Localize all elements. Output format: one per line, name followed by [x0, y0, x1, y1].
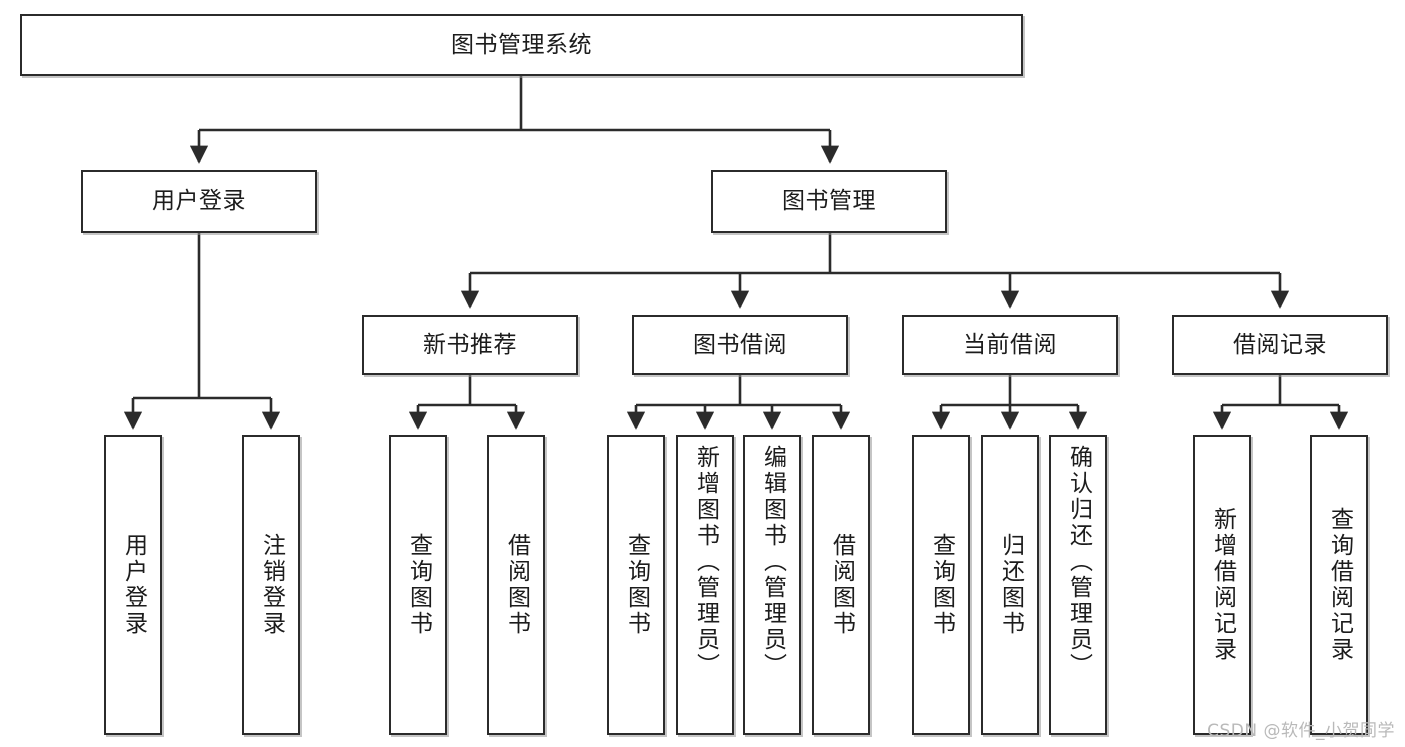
node-leaf-query-book-3[interactable]: 查询图书 [912, 435, 970, 735]
watermark-text: CSDN @软件_小贺同学 [1207, 721, 1395, 741]
node-leaf-query-book-2-label: 查询图书 [623, 533, 650, 637]
node-leaf-query-book-1-label: 查询图书 [405, 533, 432, 637]
node-borrow-record-label: 借阅记录 [1233, 331, 1327, 358]
node-book-borrow[interactable]: 图书借阅 [632, 315, 848, 375]
node-new-book-rec[interactable]: 新书推荐 [362, 315, 578, 375]
node-leaf-borrow-book-2[interactable]: 借阅图书 [812, 435, 870, 735]
node-leaf-edit-book-label: 编辑图书（管理员） [759, 445, 786, 679]
node-leaf-borrow-book-2-label: 借阅图书 [828, 533, 855, 637]
node-root-label: 图书管理系统 [451, 31, 592, 58]
node-book-manage-label: 图书管理 [782, 188, 876, 215]
node-leaf-logout-login-label: 注销登录 [258, 533, 285, 637]
node-root[interactable]: 图书管理系统 [20, 14, 1023, 76]
node-new-book-rec-label: 新书推荐 [423, 331, 517, 358]
node-leaf-add-book-label: 新增图书（管理员） [692, 445, 719, 679]
node-leaf-add-record-label: 新增借阅记录 [1209, 507, 1236, 663]
node-leaf-confirm-return[interactable]: 确认归还（管理员） [1049, 435, 1107, 735]
node-leaf-return-book-label: 归还图书 [997, 533, 1024, 637]
node-book-manage[interactable]: 图书管理 [711, 170, 947, 233]
node-leaf-borrow-book-1[interactable]: 借阅图书 [487, 435, 545, 735]
node-leaf-borrow-book-1-label: 借阅图书 [503, 533, 530, 637]
node-leaf-query-book-3-label: 查询图书 [928, 533, 955, 637]
node-current-borrow-label: 当前借阅 [963, 331, 1057, 358]
node-leaf-query-record-label: 查询借阅记录 [1326, 507, 1353, 663]
node-user-login-label: 用户登录 [152, 188, 246, 215]
node-current-borrow[interactable]: 当前借阅 [902, 315, 1118, 375]
node-borrow-record[interactable]: 借阅记录 [1172, 315, 1388, 375]
node-leaf-query-book-2[interactable]: 查询图书 [607, 435, 665, 735]
node-leaf-logout-login[interactable]: 注销登录 [242, 435, 300, 735]
node-leaf-add-book[interactable]: 新增图书（管理员） [676, 435, 734, 735]
node-leaf-edit-book[interactable]: 编辑图书（管理员） [743, 435, 801, 735]
node-leaf-query-record[interactable]: 查询借阅记录 [1310, 435, 1368, 735]
node-leaf-confirm-return-label: 确认归还（管理员） [1065, 445, 1092, 679]
node-book-borrow-label: 图书借阅 [693, 331, 787, 358]
node-leaf-user-login-label: 用户登录 [120, 533, 147, 637]
node-leaf-query-book-1[interactable]: 查询图书 [389, 435, 447, 735]
node-leaf-user-login[interactable]: 用户登录 [104, 435, 162, 735]
node-leaf-add-record[interactable]: 新增借阅记录 [1193, 435, 1251, 735]
node-user-login[interactable]: 用户登录 [81, 170, 317, 233]
node-leaf-return-book[interactable]: 归还图书 [981, 435, 1039, 735]
